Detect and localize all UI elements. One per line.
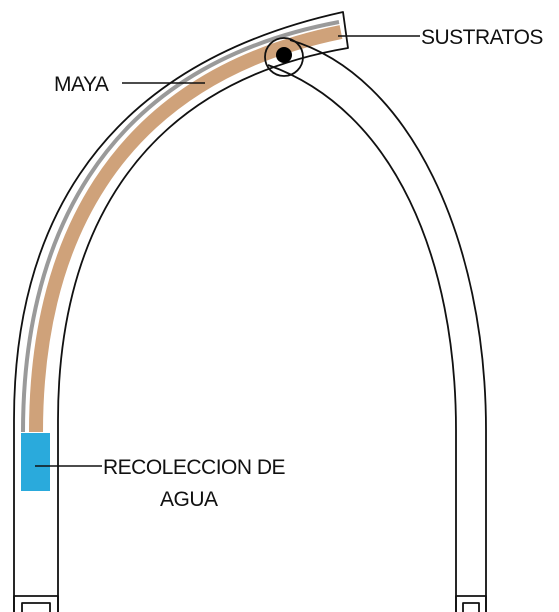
pivot-joint-dot [276, 47, 292, 63]
right-arch-beam [267, 39, 487, 612]
substrate-layer [29, 25, 343, 433]
recoleccion-label-line1: RECOLECCION DE [103, 456, 286, 479]
maya-label: MAYA [54, 73, 109, 96]
right-foot [455, 595, 487, 612]
recoleccion-label-line2: AGUA [160, 488, 218, 511]
mesh-layer [21, 20, 340, 433]
sustratos-label: SUSTRATOS [421, 26, 543, 49]
pivot-joint-ring [264, 37, 304, 77]
water-collection-block [21, 433, 50, 491]
left-foot [13, 595, 59, 612]
left-arch-beam [13, 11, 349, 612]
